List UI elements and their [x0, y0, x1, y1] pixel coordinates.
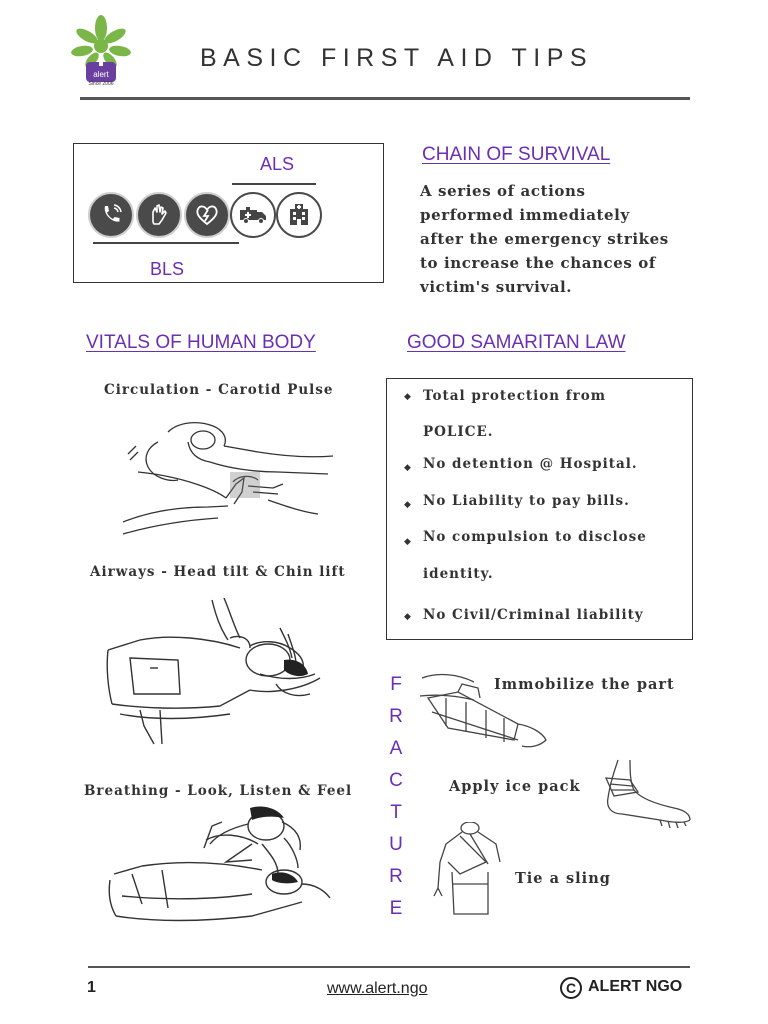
circulation-caption: Circulation - Carotid Pulse — [104, 382, 334, 398]
look-listen-feel-illustration — [108, 806, 331, 922]
carotid-pulse-illustration — [122, 421, 334, 535]
chain-line: after the emergency strikes — [420, 230, 669, 248]
bls-bracket-line — [93, 242, 239, 244]
vitals-heading: VITALS OF HUMAN BODY — [86, 332, 316, 353]
chain-line: performed immediately — [420, 206, 630, 224]
logo-since: Since 2006 — [88, 81, 114, 87]
splinted-leg-illustration — [419, 673, 547, 748]
sling-step: Tie a sling — [515, 870, 611, 887]
hands-icon — [136, 192, 182, 238]
chain-line: A series of actions — [420, 182, 586, 200]
fracture-letter: R — [389, 706, 403, 727]
fracture-letter: T — [390, 802, 402, 823]
samaritan-line: No Liability to pay bills. — [423, 493, 630, 509]
head-tilt-chin-lift-illustration — [106, 598, 321, 745]
bullet-icon: ◆ — [404, 392, 411, 402]
fracture-letter: C — [389, 770, 403, 791]
ambulance-icon — [230, 192, 276, 238]
chain-line: victim's survival. — [420, 278, 573, 296]
phone-icon — [88, 192, 134, 238]
bullet-icon: ◆ — [404, 500, 411, 510]
org-name: ALERT NGO — [588, 978, 683, 995]
bls-label: BLS — [150, 259, 185, 279]
samaritan-box — [386, 378, 693, 640]
fracture-letter: F — [390, 674, 402, 695]
website-link[interactable]: www.alert.ngo — [327, 980, 428, 997]
fracture-letter: U — [389, 834, 403, 855]
header-divider — [80, 97, 690, 100]
chain-of-survival-diagram — [73, 143, 384, 283]
chain-heading: CHAIN OF SURVIVAL — [422, 144, 611, 165]
page-title: BASIC FIRST AID TIPS — [200, 44, 594, 72]
bullet-icon: ◆ — [404, 463, 411, 473]
samaritan-line: No compulsion to disclose — [423, 529, 647, 545]
page-number: 1 — [87, 979, 96, 996]
samaritan-line: POLICE. — [423, 424, 494, 440]
als-label: ALS — [260, 154, 295, 174]
fracture-letter: R — [389, 866, 403, 887]
logo-text: alert — [93, 70, 109, 79]
immobilize-step: Immobilize the part — [494, 676, 675, 693]
samaritan-line: No Civil/Criminal liability — [423, 607, 644, 623]
bullet-icon: ◆ — [404, 537, 411, 547]
fracture-letter: A — [389, 738, 403, 759]
arm-sling-illustration — [433, 822, 501, 915]
als-bracket-line — [232, 183, 316, 185]
fracture-letter: E — [389, 898, 403, 919]
footer-divider — [88, 966, 690, 968]
samaritan-line: No detention @ Hospital. — [423, 456, 638, 472]
alert-logo: alert — [70, 14, 132, 92]
samaritan-line: identity. — [423, 566, 494, 582]
airways-caption: Airways - Head tilt & Chin lift — [90, 564, 346, 580]
samaritan-heading: GOOD SAMARITAN LAW — [407, 332, 626, 353]
chain-line: to increase the chances of — [420, 254, 656, 272]
breathing-caption: Breathing - Look, Listen & Feel — [84, 783, 353, 799]
ice-pack-step: Apply ice pack — [449, 778, 581, 795]
chain-description: A series of actions performed immediatel… — [420, 179, 669, 299]
samaritan-line: Total protection from — [423, 388, 607, 404]
hospital-icon — [276, 192, 322, 238]
copyright-icon: C — [560, 977, 582, 999]
heart-shock-icon — [184, 192, 230, 238]
ice-pack-foot-illustration — [604, 759, 691, 829]
bullet-icon: ◆ — [404, 612, 411, 622]
